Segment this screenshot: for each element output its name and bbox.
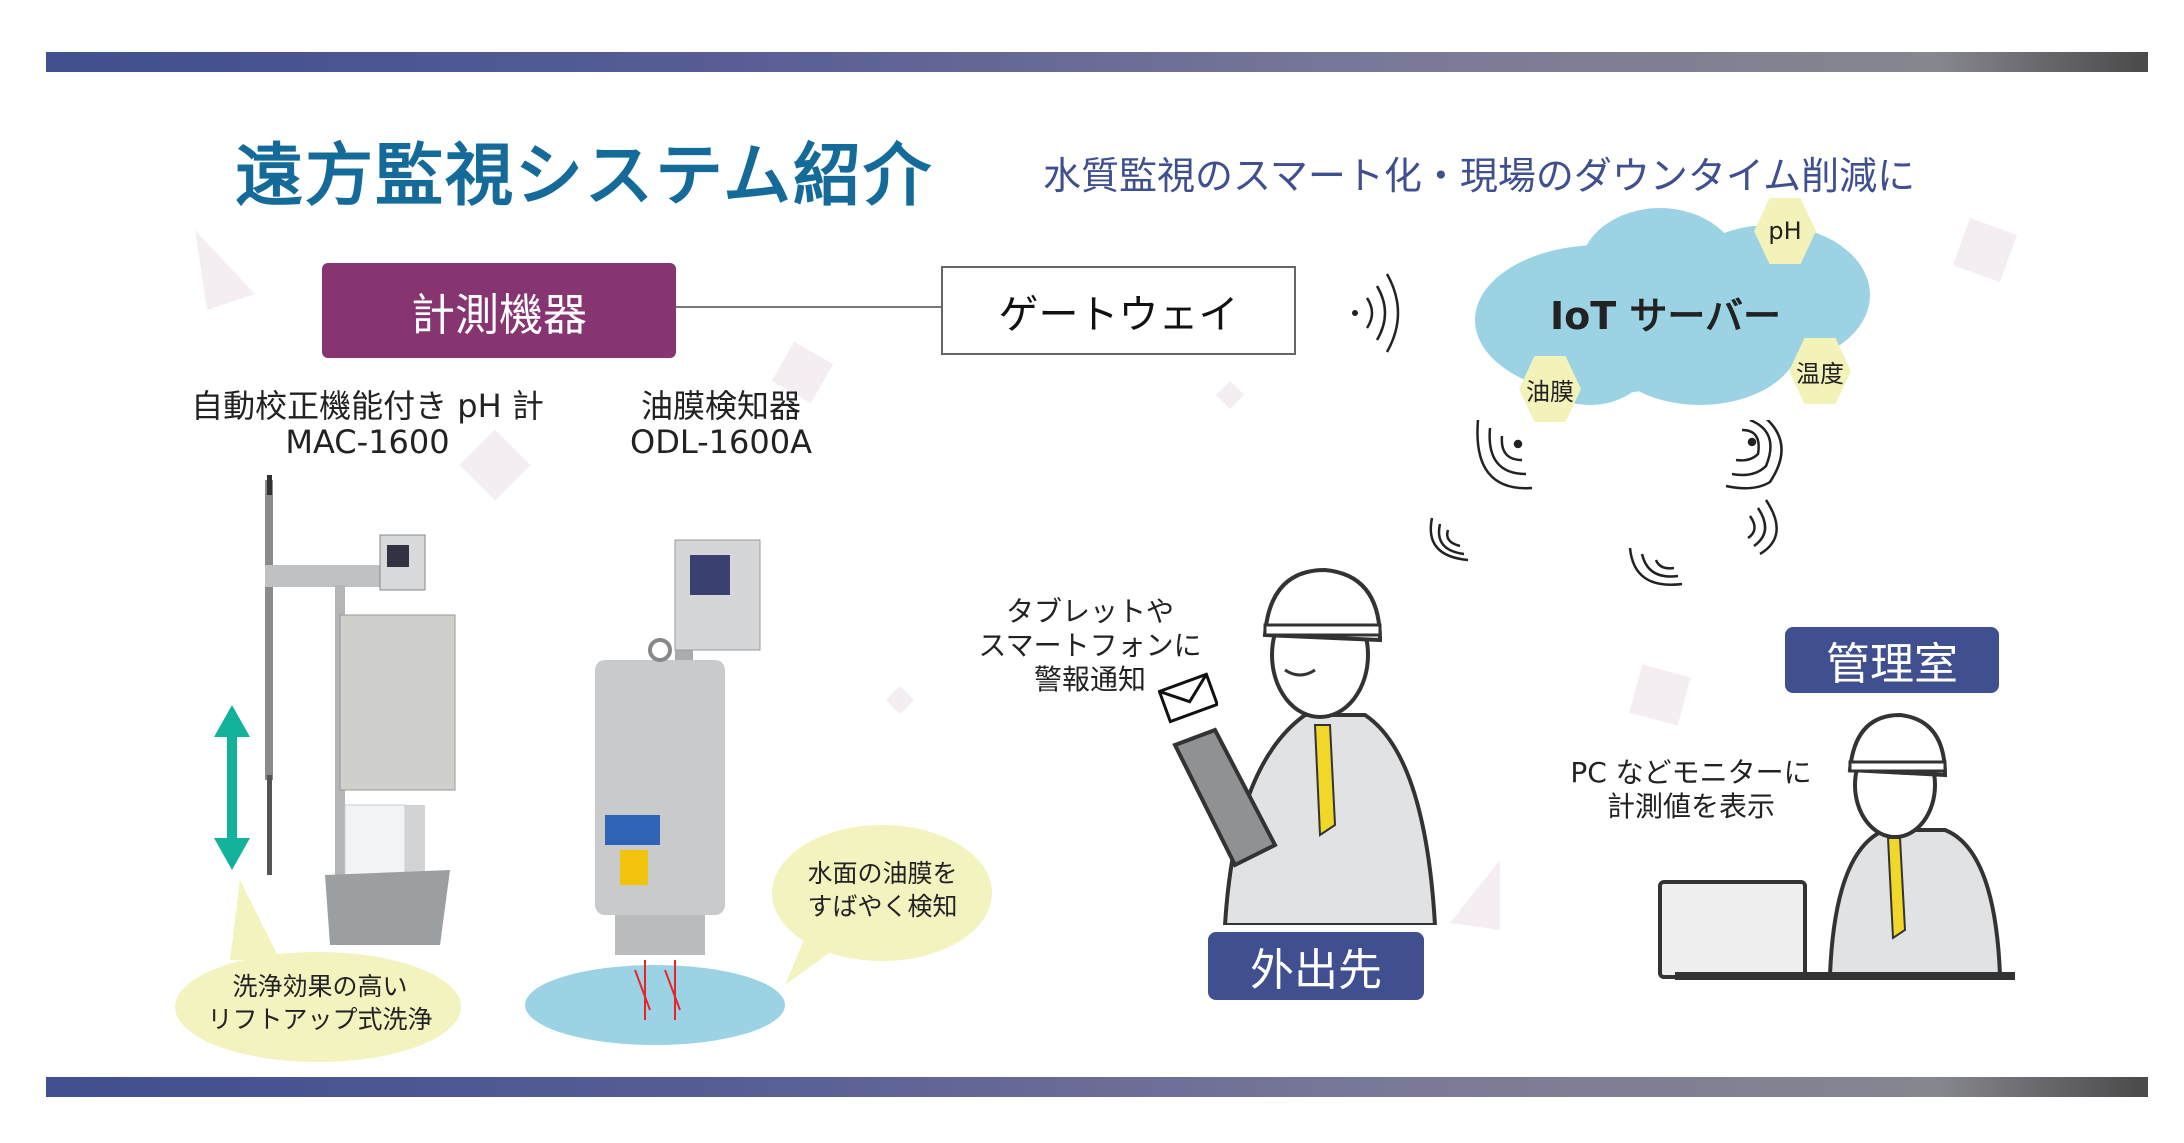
callout-line: すばやく検知: [807, 892, 958, 921]
decorative-shape: [195, 230, 255, 310]
worker-at-pc-illustration: [1658, 712, 2015, 980]
ph-meter-photo: [265, 475, 456, 945]
page-title: 遠方監視システム紹介: [235, 137, 933, 216]
lift-up-arrow-icon: [214, 705, 250, 870]
tag-temperature: 温度: [1789, 338, 1851, 404]
control-room-label: 管理室: [1785, 627, 1999, 693]
control-room-note: PC などモニターに 計測値を表示: [1560, 756, 1822, 824]
connector-line: [676, 306, 941, 308]
worker-with-tablet-illustration: [1172, 567, 1438, 925]
callout-bubble-2: [772, 825, 992, 985]
page-subtitle: 水質監視のスマート化・現場のダウンタイム削減に: [1043, 154, 1916, 198]
envelope-icon: [1158, 672, 1218, 724]
ph-meter-label: 自動校正機能付き pH 計 MAC-1600: [170, 388, 565, 460]
water-surface: [525, 965, 785, 1045]
gateway-box: ゲートウェイ: [941, 266, 1296, 355]
oil-detector-photo: [525, 539, 785, 1045]
callout-line: リフトアップ式洗浄: [207, 1005, 433, 1034]
oil-detector-name: 油膜検知器: [640, 387, 801, 425]
ph-meter-model: MAC-1600: [285, 423, 450, 461]
signal-waves: [1429, 420, 1783, 586]
tag-oil-film: 油膜: [1519, 356, 1581, 422]
tag-ph: pH: [1754, 198, 1816, 264]
callout-text-1: 洗浄効果の高い リフトアップ式洗浄: [175, 970, 465, 1036]
note-line: 計測値を表示: [1606, 790, 1775, 823]
note-line: 警報通知: [1033, 663, 1146, 696]
ph-meter-name: 自動校正機能付き pH 計: [191, 387, 544, 425]
iot-server-label: IoT サーバー: [1550, 294, 1782, 338]
outside-note: タブレットや スマートフォンに 警報通知: [960, 595, 1220, 697]
oil-detector-label: 油膜検知器 ODL-1600A: [600, 388, 842, 460]
decorative-shape: [1952, 217, 2018, 283]
bottom-banner-bar: [46, 1077, 2148, 1097]
note-line: タブレットや: [1005, 595, 1174, 628]
callout-line: 洗浄効果の高い: [232, 972, 408, 1001]
measurement-device-box: 計測機器: [322, 263, 676, 358]
callout-text-2: 水面の油膜を すばやく検知: [770, 857, 995, 923]
oil-detector-model: ODL-1600A: [630, 423, 812, 461]
note-line: PC などモニターに: [1570, 756, 1812, 789]
callout-line: 水面の油膜を: [807, 859, 958, 888]
top-banner-bar: [46, 52, 2148, 72]
decorative-shape: [1450, 860, 1500, 930]
callout-bubble-1: [175, 880, 461, 1062]
decorative-shape: [885, 685, 915, 715]
outside-location-label: 外出先: [1208, 932, 1424, 1000]
decorative-shape: [1215, 380, 1245, 410]
wireless-signal-icon: [1352, 273, 1400, 353]
note-line: スマートフォンに: [978, 629, 1202, 662]
